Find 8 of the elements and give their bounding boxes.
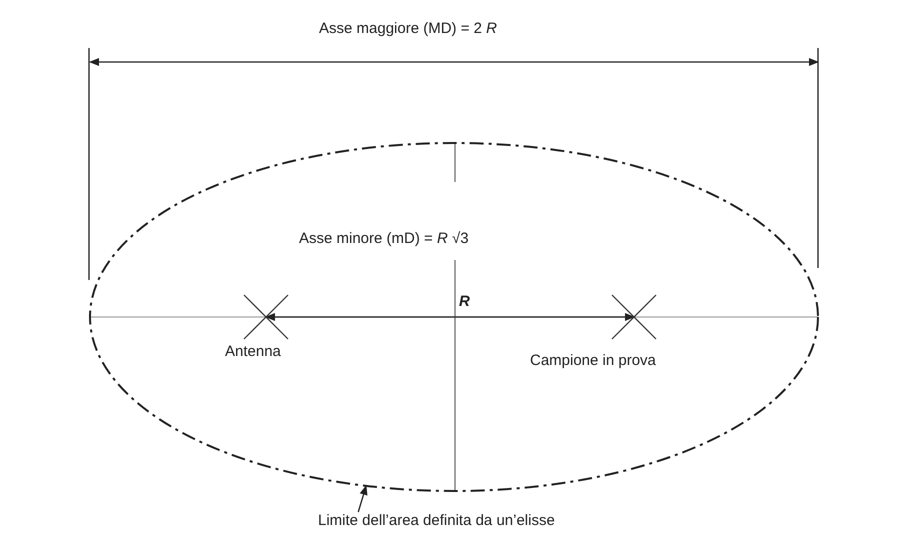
part-label: Antenna bbox=[225, 343, 281, 361]
leader-line bbox=[358, 484, 368, 512]
part-label: Campione in prova bbox=[530, 352, 656, 370]
dimension-label: Asse maggiore (MD) = 2 R bbox=[319, 20, 497, 38]
dimension-label: R bbox=[459, 293, 470, 311]
boundary-ellipse bbox=[88, 141, 820, 493]
dimension-label: Asse minore (mD) = R √3 bbox=[299, 230, 469, 248]
callout-text: Limite dell’area definita da un’elisse bbox=[318, 512, 555, 530]
